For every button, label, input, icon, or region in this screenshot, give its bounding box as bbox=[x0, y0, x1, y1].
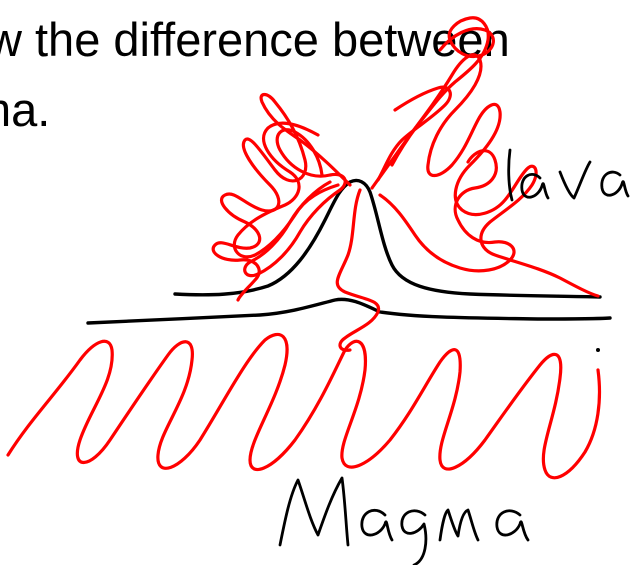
lava-conduit bbox=[337, 190, 378, 350]
ink-dot bbox=[596, 348, 600, 352]
lava-eruption-left-3 bbox=[234, 123, 338, 257]
magma-zigzag bbox=[8, 334, 599, 477]
magma-label-handwriting bbox=[280, 478, 528, 565]
ground-line bbox=[88, 299, 610, 323]
lava-eruption-right bbox=[372, 55, 598, 296]
